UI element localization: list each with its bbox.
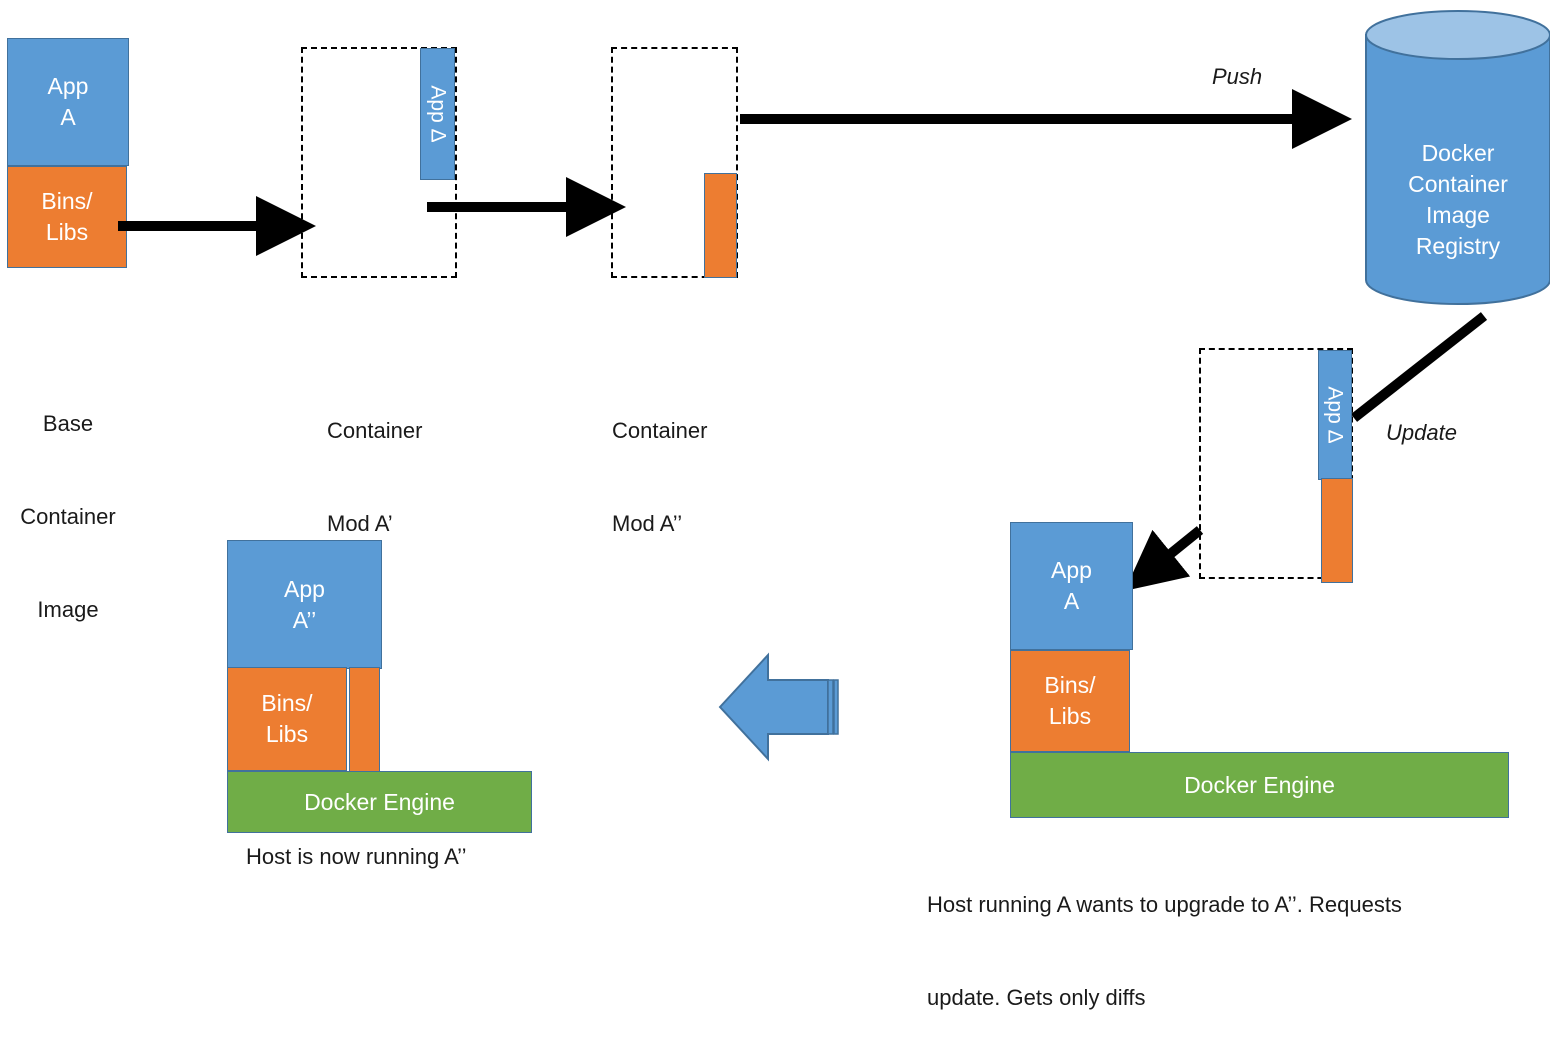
registry-label: Docker Container Image Registry <box>1366 130 1550 270</box>
host-after-libs-label-1: Bins/ <box>261 690 313 716</box>
update-label: Update <box>1386 420 1457 445</box>
base-app-label-1: App <box>47 73 89 99</box>
host-before-libs-block: Bins/ Libs <box>1010 650 1130 752</box>
host-before-app-label-2: A <box>1063 588 1080 614</box>
push-label: Push <box>1212 64 1263 89</box>
arrow-update <box>1350 312 1488 422</box>
base-libs-label-2: Libs <box>45 219 89 245</box>
host-after-caption: Host is now running A’’ <box>246 844 467 869</box>
host-after-libs-delta-block <box>349 667 380 773</box>
host-before-app-block: App A <box>1010 522 1133 650</box>
host-before-libs-label-1: Bins/ <box>1044 672 1096 698</box>
mod1-container-outline <box>301 47 457 278</box>
registry-label-line-1: Docker <box>1421 140 1495 166</box>
mod2-caption-line-2: Mod A’’ <box>612 511 683 536</box>
update-app-delta-label: App Δ <box>1324 386 1348 444</box>
update-app-delta-block: App Δ <box>1318 350 1352 480</box>
mod1-caption: Container Mod A’ <box>327 353 422 570</box>
host-before-engine-label: Docker Engine <box>1184 771 1335 798</box>
mod2-libs-delta-block <box>704 173 737 278</box>
host-after-engine: Docker Engine <box>227 771 532 833</box>
host-after-libs-block: Bins/ Libs <box>227 667 347 771</box>
diagram-graphics <box>118 10 1550 762</box>
base-caption-line-3: Image <box>37 597 99 622</box>
base-app-block: App A <box>7 38 129 166</box>
host-after-libs-label-2: Libs <box>265 721 309 747</box>
registry-label-line-4: Registry <box>1415 233 1501 259</box>
base-libs-label-1: Bins/ <box>41 188 93 214</box>
registry-label-line-3: Image <box>1426 202 1490 228</box>
base-libs-block: Bins/ Libs <box>7 166 127 268</box>
mod1-app-delta-block: App Δ <box>420 48 455 180</box>
base-app-label-2: A <box>60 104 76 130</box>
base-caption: Base Container Image <box>0 346 136 656</box>
base-caption-line-2: Container <box>20 504 116 529</box>
host-before-libs-label-2: Libs <box>1048 703 1092 729</box>
mod2-container-outline <box>611 47 738 278</box>
registry-cylinder <box>1365 10 1550 305</box>
host-before-caption-line-1: Host running A wants to upgrade to A’’. … <box>927 892 1402 917</box>
host-before-caption: Host running A wants to upgrade to A’’. … <box>927 827 1402 1044</box>
host-before-app-label-1: App <box>1051 557 1092 583</box>
host-before-engine: Docker Engine <box>1010 752 1509 818</box>
host-after-app-label-2: A’’ <box>292 606 317 633</box>
mod1-caption-line-1: Container <box>327 418 423 443</box>
mod1-caption-line-2: Mod A’ <box>327 511 393 536</box>
base-caption-line-1: Base <box>42 411 94 436</box>
transition-block-arrow <box>718 652 839 762</box>
update-libs-delta-block <box>1321 478 1353 583</box>
host-before-caption-line-2: update. Gets only diffs <box>927 985 1146 1010</box>
mod2-caption: Container Mod A’’ <box>612 353 707 570</box>
update-container-outline <box>1199 348 1353 579</box>
host-after-app-block: App A’’ <box>227 540 382 669</box>
mod2-caption-line-1: Container <box>612 418 708 443</box>
arrow-update-to-host <box>1124 526 1204 591</box>
host-after-app-label-1: App <box>284 575 325 602</box>
registry-label-line-2: Container <box>1408 171 1508 197</box>
host-after-engine-label: Docker Engine <box>304 788 455 815</box>
